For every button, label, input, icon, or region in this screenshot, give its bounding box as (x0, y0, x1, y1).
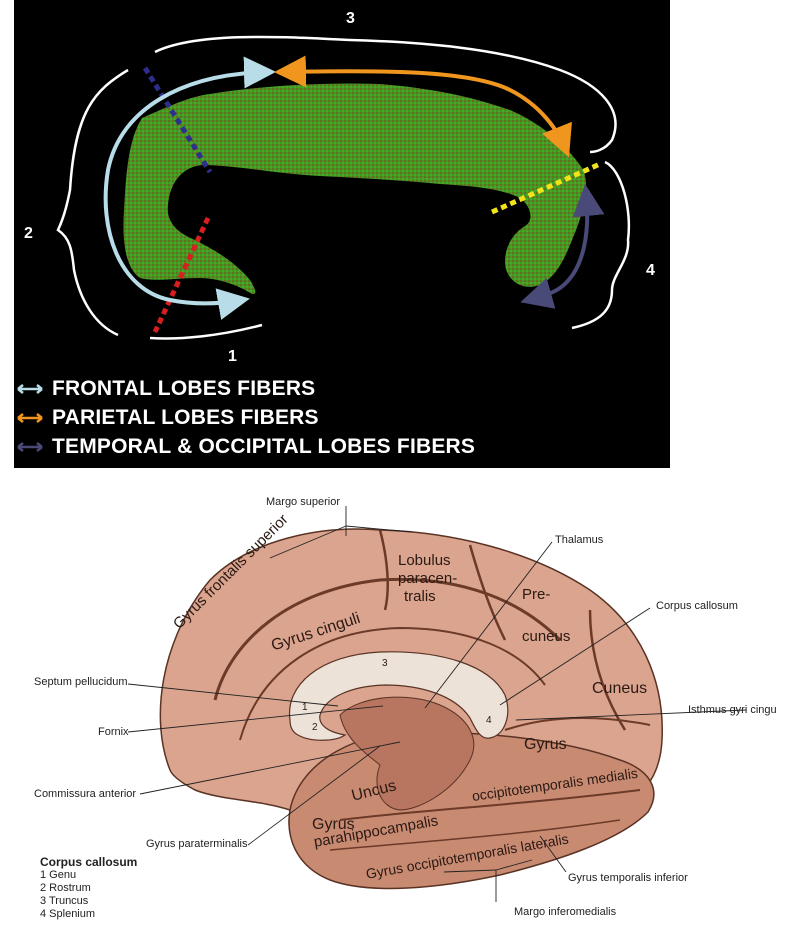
legend-item-temporal-occipital: TEMPORAL & OCCIPITAL LOBES FIBERS (16, 434, 475, 460)
key-item: 1 Genu (40, 869, 77, 881)
leader-lines (127, 506, 747, 902)
white-edge-strip (0, 0, 14, 468)
legend-item-parietal: PARIETAL LOBES FIBERS (16, 405, 319, 431)
lobulus-line1: Lobulus (398, 552, 451, 569)
label-margo-inferomedialis: Margo inferomedialis (514, 906, 617, 918)
brain-medial-view-panel: Margo superior Thalamus Corpus callosum … (0, 470, 792, 932)
label-margo-superior: Margo superior (266, 496, 340, 508)
lobulus-line2: paracen- (398, 570, 458, 587)
label-fornix: Fornix (98, 726, 129, 738)
legend-item-frontal: FRONTAL LOBES FIBERS (16, 376, 315, 402)
region-number: 2 (24, 225, 33, 242)
label-thalamus: Thalamus (555, 534, 604, 546)
cuneus: Cuneus (592, 680, 648, 697)
sulcus (329, 819, 621, 851)
region-number: 4 (646, 262, 655, 279)
corpus-callosum-fiber-diagram (56, 35, 631, 340)
legend-label: TEMPORAL & OCCIPITAL LOBES FIBERS (52, 435, 476, 458)
cut-line-blue (142, 66, 213, 174)
temporal-occipital-fibers-arrow (520, 184, 605, 309)
label-gyrus-temporalis-inferior: Gyrus temporalis inferior (568, 872, 688, 884)
label-corpus-callosum: Corpus callosum (656, 600, 738, 612)
label-isthmus: Isthmus gyri cingu (688, 704, 777, 716)
gyrus-occ-medialis-1: Gyrus (524, 736, 567, 753)
legend-label: PARIETAL LOBES FIBERS (52, 406, 319, 429)
outline-stroke (149, 323, 263, 340)
cut-line-red (152, 216, 211, 334)
cc-number: 3 (382, 658, 388, 669)
corpus-callosum-key: Corpus callosum 1 Genu 2 Rostrum 3 Trunc… (40, 856, 137, 921)
parietal-fibers-arrow (274, 55, 572, 158)
region-number: 1 (228, 348, 237, 365)
cc-number: 2 (312, 722, 318, 733)
double-arrow-icon (17, 413, 43, 423)
outline-stroke (154, 35, 617, 154)
sulcus (378, 529, 389, 611)
thalamus-shape (339, 696, 475, 811)
brain-medial-illustration (127, 506, 747, 902)
key-item: 3 Truncus (40, 895, 89, 907)
double-arrow-icon (17, 384, 43, 394)
sulcus (468, 544, 507, 641)
sulcus (239, 626, 546, 741)
top-panel: 3 2 4 1 FRONTAL LOBES FIBERS PARIETAL LO… (0, 0, 670, 468)
legend-label: FRONTAL LOBES FIBERS (52, 377, 316, 400)
sulcus (213, 577, 562, 701)
key-item: 4 Splenium (40, 908, 96, 920)
label-septum-pellucidum: Septum pellucidum (34, 676, 128, 688)
frontal-fibers-arrow (103, 56, 276, 320)
lobulus-line3: tralis (404, 588, 436, 605)
label-gyrus-paraterminalis: Gyrus paraterminalis (146, 838, 248, 850)
gyrus-parahippocampalis-1: Gyrus (312, 816, 355, 833)
precuneus-line2: cuneus (522, 628, 571, 645)
precuneus-line1: Pre- (522, 586, 551, 603)
cc-number: 1 (302, 702, 308, 713)
outline-stroke (56, 68, 129, 337)
sulcus (339, 789, 641, 821)
corpus-callosum-shape (123, 83, 587, 295)
outline-stroke (571, 160, 631, 330)
key-item: 2 Rostrum (40, 882, 91, 894)
double-arrow-icon (17, 442, 43, 452)
corpus-callosum-section (288, 651, 509, 741)
sulcus (588, 609, 627, 731)
sulcus (504, 717, 651, 731)
label-commissura-anterior: Commissura anterior (34, 788, 137, 800)
cc-number: 4 (486, 715, 492, 726)
key-title: Corpus callosum (40, 855, 138, 869)
region-number: 3 (346, 10, 355, 27)
